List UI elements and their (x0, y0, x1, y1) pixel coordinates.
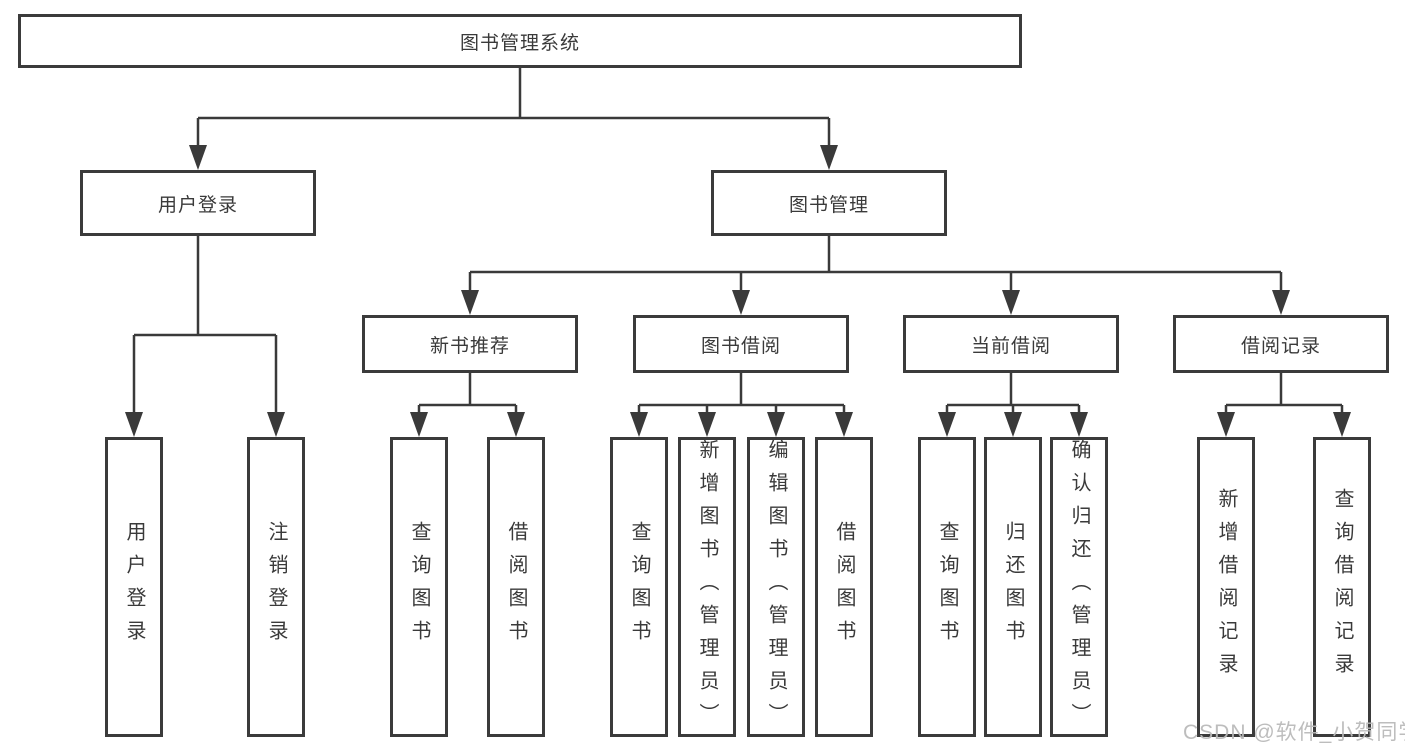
leaf-label: 查询借阅记录 (1331, 488, 1353, 686)
leaf-label: 查询图书 (408, 521, 430, 653)
leaf-query-borrow-record: 查询借阅记录 (1313, 437, 1371, 737)
leaf-add-books-admin: 新增图书（管理员） (678, 437, 736, 737)
leaf-user-login: 用户登录 (105, 437, 163, 737)
csdn-watermark: CSDN @软件_小贺同学 (1183, 721, 1405, 744)
leaf-label: 查询图书 (936, 521, 958, 653)
leaf-label: 归还图书 (1002, 521, 1024, 653)
leaf-label: 借阅图书 (505, 521, 527, 653)
leaf-label: 新增借阅记录 (1215, 488, 1237, 686)
node-label: 当前借阅 (970, 335, 1051, 357)
leaf-return-books: 归还图书 (984, 437, 1042, 737)
node-user-login: 用户登录 (80, 170, 316, 236)
node-new-book-recommend: 新书推荐 (362, 315, 578, 373)
leaf-query-books-recommend: 查询图书 (390, 437, 448, 737)
leaf-query-books-current: 查询图书 (918, 437, 976, 737)
leaf-edit-books-admin: 编辑图书（管理员） (747, 437, 805, 737)
node-book-management: 图书管理 (711, 170, 947, 236)
leaf-logout: 注销登录 (247, 437, 305, 737)
node-book-borrow: 图书借阅 (633, 315, 849, 373)
node-label: 用户登录 (157, 194, 238, 216)
node-current-borrow: 当前借阅 (903, 315, 1119, 373)
root-node-label: 图书管理系统 (459, 32, 580, 54)
leaf-borrow-books: 借阅图书 (815, 437, 873, 737)
leaf-confirm-return-admin: 确认归还（管理员） (1050, 437, 1108, 737)
node-label: 借阅记录 (1240, 335, 1321, 357)
node-borrow-records: 借阅记录 (1173, 315, 1389, 373)
leaf-label: 查询图书 (628, 521, 650, 653)
node-label: 图书借阅 (700, 335, 781, 357)
node-label: 新书推荐 (429, 335, 510, 357)
leaf-label: 借阅图书 (833, 521, 855, 653)
leaf-label: 新增图书（管理员） (696, 438, 718, 736)
leaf-label: 用户登录 (123, 521, 145, 653)
leaf-label: 确认归还（管理员） (1068, 438, 1090, 736)
root-node-library-system: 图书管理系统 (18, 14, 1022, 68)
node-label: 图书管理 (788, 194, 869, 216)
leaf-query-books-borrow: 查询图书 (610, 437, 668, 737)
leaf-label: 编辑图书（管理员） (765, 438, 787, 736)
leaf-borrow-books-recommend: 借阅图书 (487, 437, 545, 737)
leaf-add-borrow-record: 新增借阅记录 (1197, 437, 1255, 737)
leaf-label: 注销登录 (265, 521, 287, 653)
